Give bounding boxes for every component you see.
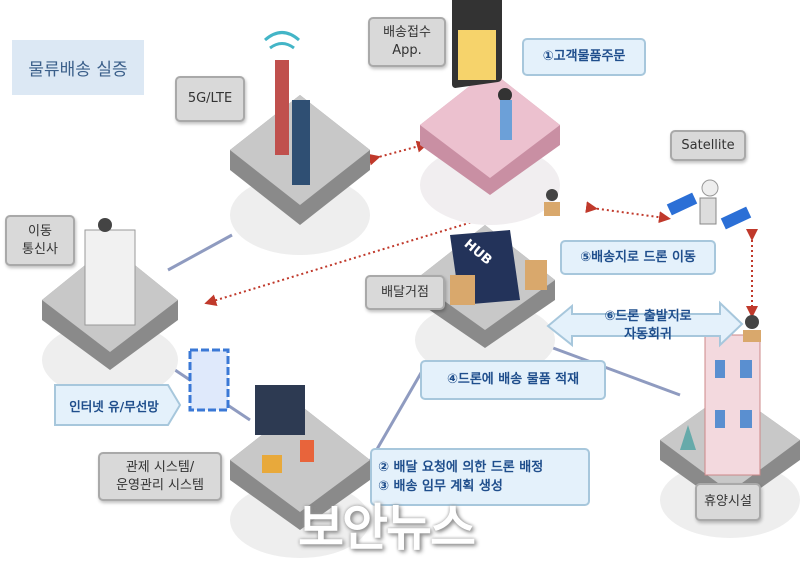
label-line: 이동: [28, 223, 52, 239]
step-line: ⑥드론 출발지로: [604, 308, 692, 324]
internet-arrow: [54, 384, 182, 426]
step-1-order: ①고객물품주문: [522, 38, 646, 76]
label-line: 배송접수: [383, 25, 431, 41]
label-internet: 인터넷 유/무선망: [69, 398, 159, 414]
server-icon: [188, 348, 230, 412]
label-control-system: 관제 시스템/ 운영관리 시스템: [98, 452, 222, 501]
satellite-icon: [666, 179, 752, 230]
step-5-move: ⑤배송지로 드론 이동: [560, 240, 716, 275]
wifi-signal-icon: [264, 31, 300, 50]
label-resort: 휴양시설: [695, 483, 761, 521]
step-line: 자동회귀: [624, 327, 672, 342]
step-6-return: ⑥드론 출발지로 자동회귀: [578, 306, 718, 346]
platform-telecom: [42, 218, 178, 398]
label-line: 관제 시스템/: [125, 459, 195, 475]
step-4-load: ④드론에 배송 물품 적재: [420, 360, 606, 400]
label-line: 통신사: [22, 241, 58, 257]
step-2-3-assign-plan: ② 배달 요청에 의한 드론 배정 ③ 배송 임무 계획 생성: [370, 448, 590, 506]
label-delivery-app: 배송접수 App.: [368, 17, 446, 67]
label-5g-lte: 5G/LTE: [175, 76, 245, 122]
platform-5g: [230, 31, 370, 255]
label-satellite: Satellite: [670, 130, 746, 161]
drone-icon: [544, 189, 560, 216]
label-line: App.: [392, 43, 422, 58]
return-arrow: [546, 300, 744, 348]
label-delivery-hub: 배달거점: [365, 275, 445, 310]
platform-hub: [415, 225, 555, 378]
label-telecom: 이동 통신사: [5, 215, 75, 266]
label-line: 운영관리 시스템: [116, 477, 204, 493]
step-line: ③ 배송 임무 계획 생성: [378, 479, 503, 494]
platform-control: [230, 385, 370, 558]
watermark: 보안뉴스: [298, 499, 476, 557]
drone-icon: [743, 315, 761, 342]
platform-app: [420, 0, 560, 225]
page-title: 물류배송 실증: [12, 40, 144, 95]
step-line: ② 배달 요청에 의한 드론 배정: [378, 459, 544, 475]
